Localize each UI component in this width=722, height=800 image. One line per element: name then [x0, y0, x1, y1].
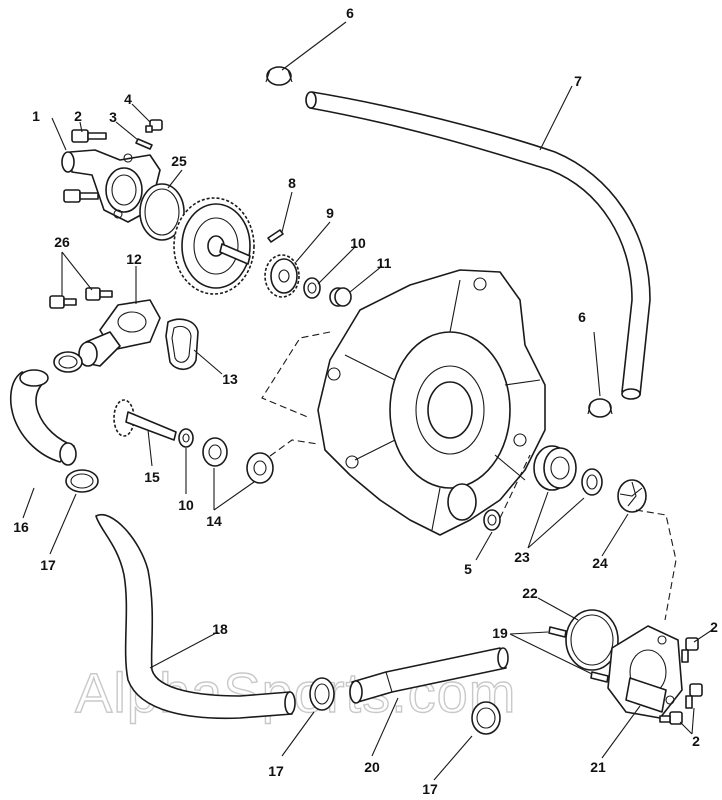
- part-10-washer-upper: [303, 277, 321, 299]
- part-21-pump-housing: [607, 625, 683, 719]
- callout-22: 22: [522, 585, 538, 601]
- part-22-o-ring: [565, 609, 619, 671]
- leader-lines: [22, 21, 713, 781]
- part-16-elbow-hose: [9, 369, 77, 466]
- part-18-hose: [95, 513, 296, 720]
- part-11-bushing: [329, 287, 352, 307]
- callout-3: 3: [109, 109, 117, 125]
- part-8-pin: [267, 229, 284, 243]
- callout-5: 5: [464, 561, 472, 577]
- callout-14: 14: [206, 513, 222, 529]
- callout-26: 26: [54, 234, 70, 250]
- callout-25: 25: [171, 153, 187, 169]
- part-2-bolt-lower: [63, 189, 99, 203]
- part-6-clamp-top: [265, 66, 293, 86]
- callout-2-right-lower: 2: [692, 733, 700, 749]
- part-26-bolt-right: [85, 287, 113, 301]
- part-9-small-gear: [264, 254, 300, 298]
- part-26-bolt-left: [49, 295, 77, 309]
- part-1-thermostat-housing: [61, 149, 161, 223]
- large-gear: [173, 197, 255, 295]
- callout-17-bottom-right: 17: [422, 781, 438, 797]
- part-10-washer-lower: [178, 428, 194, 448]
- water-pump-cover: [317, 269, 546, 536]
- part-23-seal-small: [581, 468, 603, 496]
- callout-19: 19: [492, 625, 508, 641]
- part-17-clamp-bottom-right: [471, 701, 501, 735]
- part-19-pin-lower: [590, 671, 609, 683]
- callout-11: 11: [377, 255, 392, 271]
- part-4-screw: [145, 119, 163, 133]
- assembly-line-shaft: [269, 439, 319, 457]
- callout-7: 7: [574, 73, 582, 89]
- callout-2-top: 2: [74, 108, 82, 124]
- callout-2-right-upper: 2: [710, 619, 718, 635]
- part-2-bolt-right-middle: [685, 683, 703, 709]
- part-23-seal-large: [533, 445, 577, 491]
- callout-15: 15: [144, 469, 160, 485]
- callout-labels: 6 7 2 4 3 1 25 8 9 10 11 26 12 13 15 10 …: [13, 5, 718, 797]
- part-19-pin-upper: [548, 626, 567, 638]
- callout-17-bottom-center: 17: [268, 763, 284, 779]
- callout-10-lower: 10: [178, 497, 194, 513]
- part-7-hose: [305, 91, 651, 400]
- part-15-shaft-gear: [113, 399, 177, 441]
- assembly-line-impeller: [635, 509, 677, 621]
- callout-13: 13: [222, 371, 238, 387]
- callout-24: 24: [592, 555, 608, 571]
- callout-4: 4: [124, 91, 132, 107]
- callout-1: 1: [32, 108, 40, 124]
- callout-6-top: 6: [346, 5, 354, 21]
- part-12-elbow-fitting: [78, 299, 161, 367]
- part-17-clamp-left: [65, 469, 99, 493]
- part-2-bolt-right-upper: [681, 637, 699, 663]
- callout-23: 23: [514, 549, 530, 565]
- part-6-clamp-right: [587, 398, 613, 418]
- part-13-gasket: [165, 318, 199, 371]
- callout-17-left: 17: [40, 557, 56, 573]
- part-2-bolt-right-lower: [659, 711, 683, 725]
- part-14-bearing-left: [202, 437, 228, 467]
- assembly-line-gear: [261, 331, 331, 419]
- callout-9: 9: [326, 205, 334, 221]
- callout-20: 20: [364, 759, 380, 775]
- callout-6-right: 6: [578, 309, 586, 325]
- part-3-pin: [135, 138, 153, 150]
- callout-10-upper: 10: [350, 235, 366, 251]
- part-25-o-ring: [139, 183, 185, 241]
- assembly-line-seal: [499, 454, 531, 519]
- callout-21: 21: [590, 759, 606, 775]
- part-20-hose: [349, 647, 509, 704]
- part-5-seal: [483, 509, 501, 531]
- callout-18: 18: [212, 621, 228, 637]
- callout-16: 16: [13, 519, 29, 535]
- part-17-clamp-upper: [53, 351, 83, 373]
- callout-12: 12: [126, 251, 142, 267]
- part-24-impeller: [617, 479, 647, 513]
- part-14-bearing-right: [246, 452, 274, 484]
- part-17-clamp-bottom-center: [309, 677, 335, 711]
- part-2-bolt-upper: [71, 129, 107, 143]
- callout-8: 8: [288, 175, 296, 191]
